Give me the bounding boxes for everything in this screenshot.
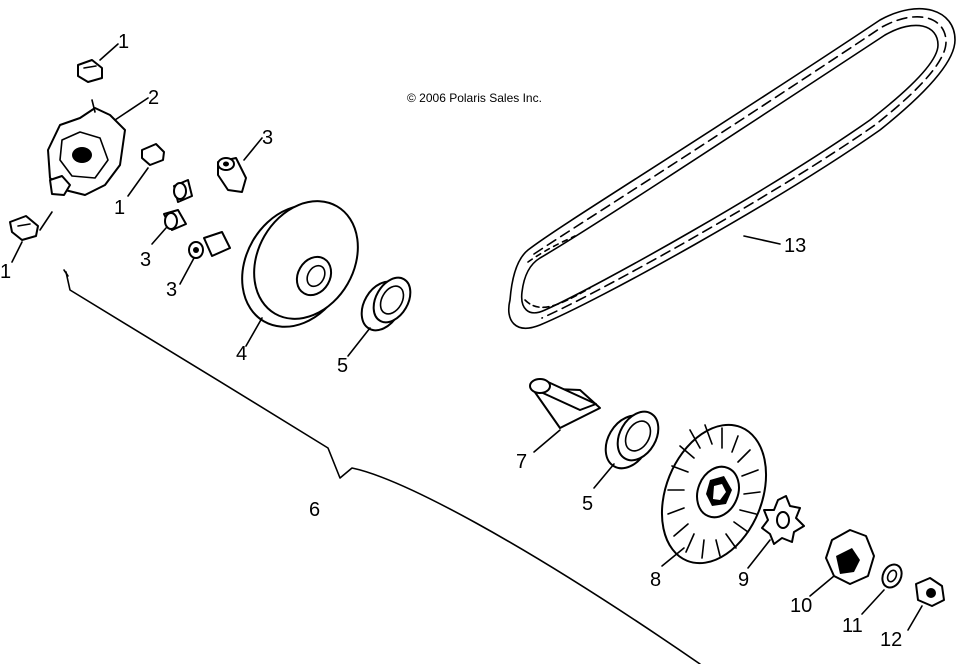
callout-1-mid: 1	[114, 197, 125, 219]
clip-1-top	[77, 59, 103, 83]
callout-13: 13	[784, 235, 806, 257]
roller-3-b	[173, 179, 193, 203]
movable-sheave-4	[241, 200, 359, 328]
callout-7: 7	[516, 451, 527, 473]
star-washer-9	[761, 495, 805, 545]
sleeve-7	[529, 378, 601, 429]
nut-12	[915, 577, 945, 607]
roller-3-a	[217, 157, 247, 193]
callout-12: 12	[880, 629, 902, 651]
roller-3-c	[163, 209, 187, 231]
callout-5-upper: 5	[337, 355, 348, 377]
clip-1-mid	[141, 143, 165, 166]
callout-10: 10	[790, 595, 812, 617]
washer-11	[881, 563, 903, 589]
callout-6: 6	[309, 499, 320, 521]
callout-5-lower: 5	[582, 493, 593, 515]
callout-1-left: 1	[0, 261, 11, 283]
callout-11: 11	[842, 615, 863, 637]
roller-3-d	[188, 231, 231, 259]
callout-4: 4	[236, 343, 247, 365]
fan-sheave-8	[660, 423, 768, 565]
clutch-plate-10	[825, 529, 875, 585]
bushing-5-upper	[360, 276, 412, 332]
callout-2: 2	[148, 87, 159, 109]
leader-lines	[11, 43, 923, 631]
bushing-5-lower	[604, 410, 660, 470]
clip-1-lower	[9, 215, 39, 241]
callout-8: 8	[650, 569, 661, 591]
callout-9: 9	[738, 569, 749, 591]
callout-3-mid: 3	[140, 249, 151, 271]
clip-1-small	[49, 175, 71, 196]
drive-belt-13	[508, 7, 956, 329]
callout-3-top: 3	[262, 127, 273, 149]
assembly-bracket-6	[63, 269, 701, 664]
callout-1-top: 1	[118, 31, 129, 53]
callout-3-low: 3	[166, 279, 177, 301]
copyright-text: © 2006 Polaris Sales Inc.	[407, 91, 542, 105]
